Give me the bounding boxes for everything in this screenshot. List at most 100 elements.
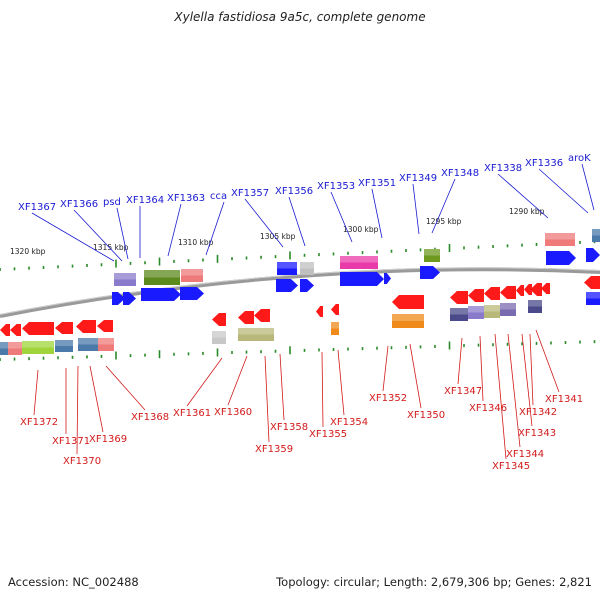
forward-gene-arrow	[180, 287, 204, 300]
reverse-gene-box	[586, 292, 600, 305]
forward-gene-label: psd	[103, 197, 121, 208]
ruler-tick	[390, 249, 393, 253]
reverse-gene-label: XF1359	[255, 444, 293, 455]
reverse-gene-arrow	[524, 284, 532, 295]
forward-gene-label: XF1363	[167, 193, 205, 204]
forward-gene-arrow	[300, 279, 314, 292]
forward-gene-box	[424, 249, 440, 262]
reverse-gene-label: XF1371	[52, 436, 90, 447]
ruler-tick	[71, 264, 74, 268]
reverse-gene-box	[238, 328, 274, 341]
ruler-tick	[347, 251, 349, 255]
ruler-tick	[216, 348, 219, 357]
reverse-gene-arrow	[530, 283, 542, 296]
forward-gene-arrow	[546, 251, 576, 265]
reverse-label-leader	[186, 357, 223, 407]
forward-label-leader	[581, 163, 595, 211]
ruler-tick	[303, 253, 306, 257]
reverse-gene-arrow	[238, 311, 254, 324]
reverse-gene-label: XF1370	[63, 456, 101, 467]
reverse-gene-arrow	[316, 306, 323, 317]
ruler-tick	[129, 261, 132, 265]
forward-gene-arrow	[420, 266, 440, 279]
ruler-label: 1315 kbp	[93, 243, 129, 252]
reverse-gene-box	[528, 300, 542, 313]
forward-label-leader	[244, 198, 284, 248]
ruler-tick	[550, 341, 552, 345]
ruler-tick	[564, 341, 567, 345]
ruler-tick	[390, 346, 393, 350]
reverse-label-leader	[382, 345, 389, 392]
ruler-tick	[144, 261, 146, 265]
reverse-gene-box	[450, 308, 468, 321]
ruler-tick	[260, 350, 262, 354]
forward-gene-box	[545, 233, 575, 246]
reverse-gene-label: XF1342	[519, 407, 557, 418]
reverse-label-leader	[227, 355, 248, 406]
reverse-gene-arrow	[254, 309, 270, 322]
ruler-tick	[361, 251, 364, 255]
reverse-gene-box	[22, 341, 54, 354]
ruler-tick	[28, 266, 30, 270]
reverse-gene-box	[392, 314, 424, 328]
reverse-label-leader	[409, 343, 422, 409]
reverse-gene-label: XF1369	[89, 434, 127, 445]
reverse-label-leader	[105, 365, 146, 411]
reverse-gene-arrow	[500, 286, 516, 299]
reverse-gene-arrow	[450, 291, 468, 304]
ruler-tick	[318, 253, 320, 257]
forward-gene-label: XF1353	[317, 181, 355, 192]
forward-label-leader	[73, 209, 123, 262]
ruler-tick	[463, 246, 465, 250]
ruler-tick	[260, 255, 262, 259]
ruler-label: 1290 kbp	[509, 207, 545, 216]
forward-gene-label: XF1356	[275, 186, 313, 197]
reverse-gene-label: XF1360	[214, 407, 252, 418]
reverse-gene-arrow	[10, 324, 21, 336]
forward-gene-box	[114, 273, 136, 286]
ruler-tick	[115, 351, 117, 360]
ruler-tick	[492, 244, 494, 248]
ruler-tick	[332, 347, 335, 351]
ruler-tick	[57, 265, 59, 269]
reverse-gene-label: XF1368	[131, 412, 169, 423]
ruler-tick	[448, 341, 451, 350]
ruler-tick	[463, 344, 465, 348]
ruler-tick	[274, 349, 277, 353]
ruler-tick	[303, 348, 306, 352]
ruler-tick	[86, 355, 88, 359]
forward-gene-label: XF1348	[441, 168, 479, 179]
ruler-tick	[13, 267, 16, 271]
ruler-label: 1300 kbp	[343, 225, 379, 234]
forward-gene-label: XF1338	[484, 163, 522, 174]
forward-gene-label: XF1351	[358, 178, 396, 189]
ruler-tick	[216, 254, 219, 263]
reverse-gene-label: XF1361	[173, 408, 211, 419]
forward-strand-genes	[112, 229, 600, 305]
ruler-tick	[0, 268, 1, 271]
forward-gene-arrow	[384, 273, 391, 284]
forward-gene-label: cca	[210, 191, 227, 202]
reverse-gene-box	[78, 338, 98, 351]
genome-backbone	[0, 267, 600, 318]
reverse-gene-label: XF1343	[518, 428, 556, 439]
reverse-gene-box	[484, 305, 500, 318]
ruler-tick	[202, 351, 204, 355]
reverse-gene-box	[500, 303, 516, 316]
ruler-tick	[115, 259, 117, 268]
ruler-tick	[361, 347, 364, 351]
ruler-tick	[0, 358, 1, 361]
reverse-gene-arrow	[468, 289, 484, 302]
forward-gene-label: aroK	[568, 153, 591, 164]
reverse-strand-genes	[0, 276, 600, 355]
ruler-tick	[535, 242, 538, 246]
ruler-tick	[448, 244, 451, 253]
ruler-tick	[231, 351, 233, 355]
ruler-tick	[318, 348, 320, 352]
forward-gene-arrow	[276, 279, 298, 292]
forward-gene-arrow	[112, 292, 125, 305]
forward-label-leader	[330, 191, 353, 243]
reverse-gene-arrow	[22, 322, 54, 335]
